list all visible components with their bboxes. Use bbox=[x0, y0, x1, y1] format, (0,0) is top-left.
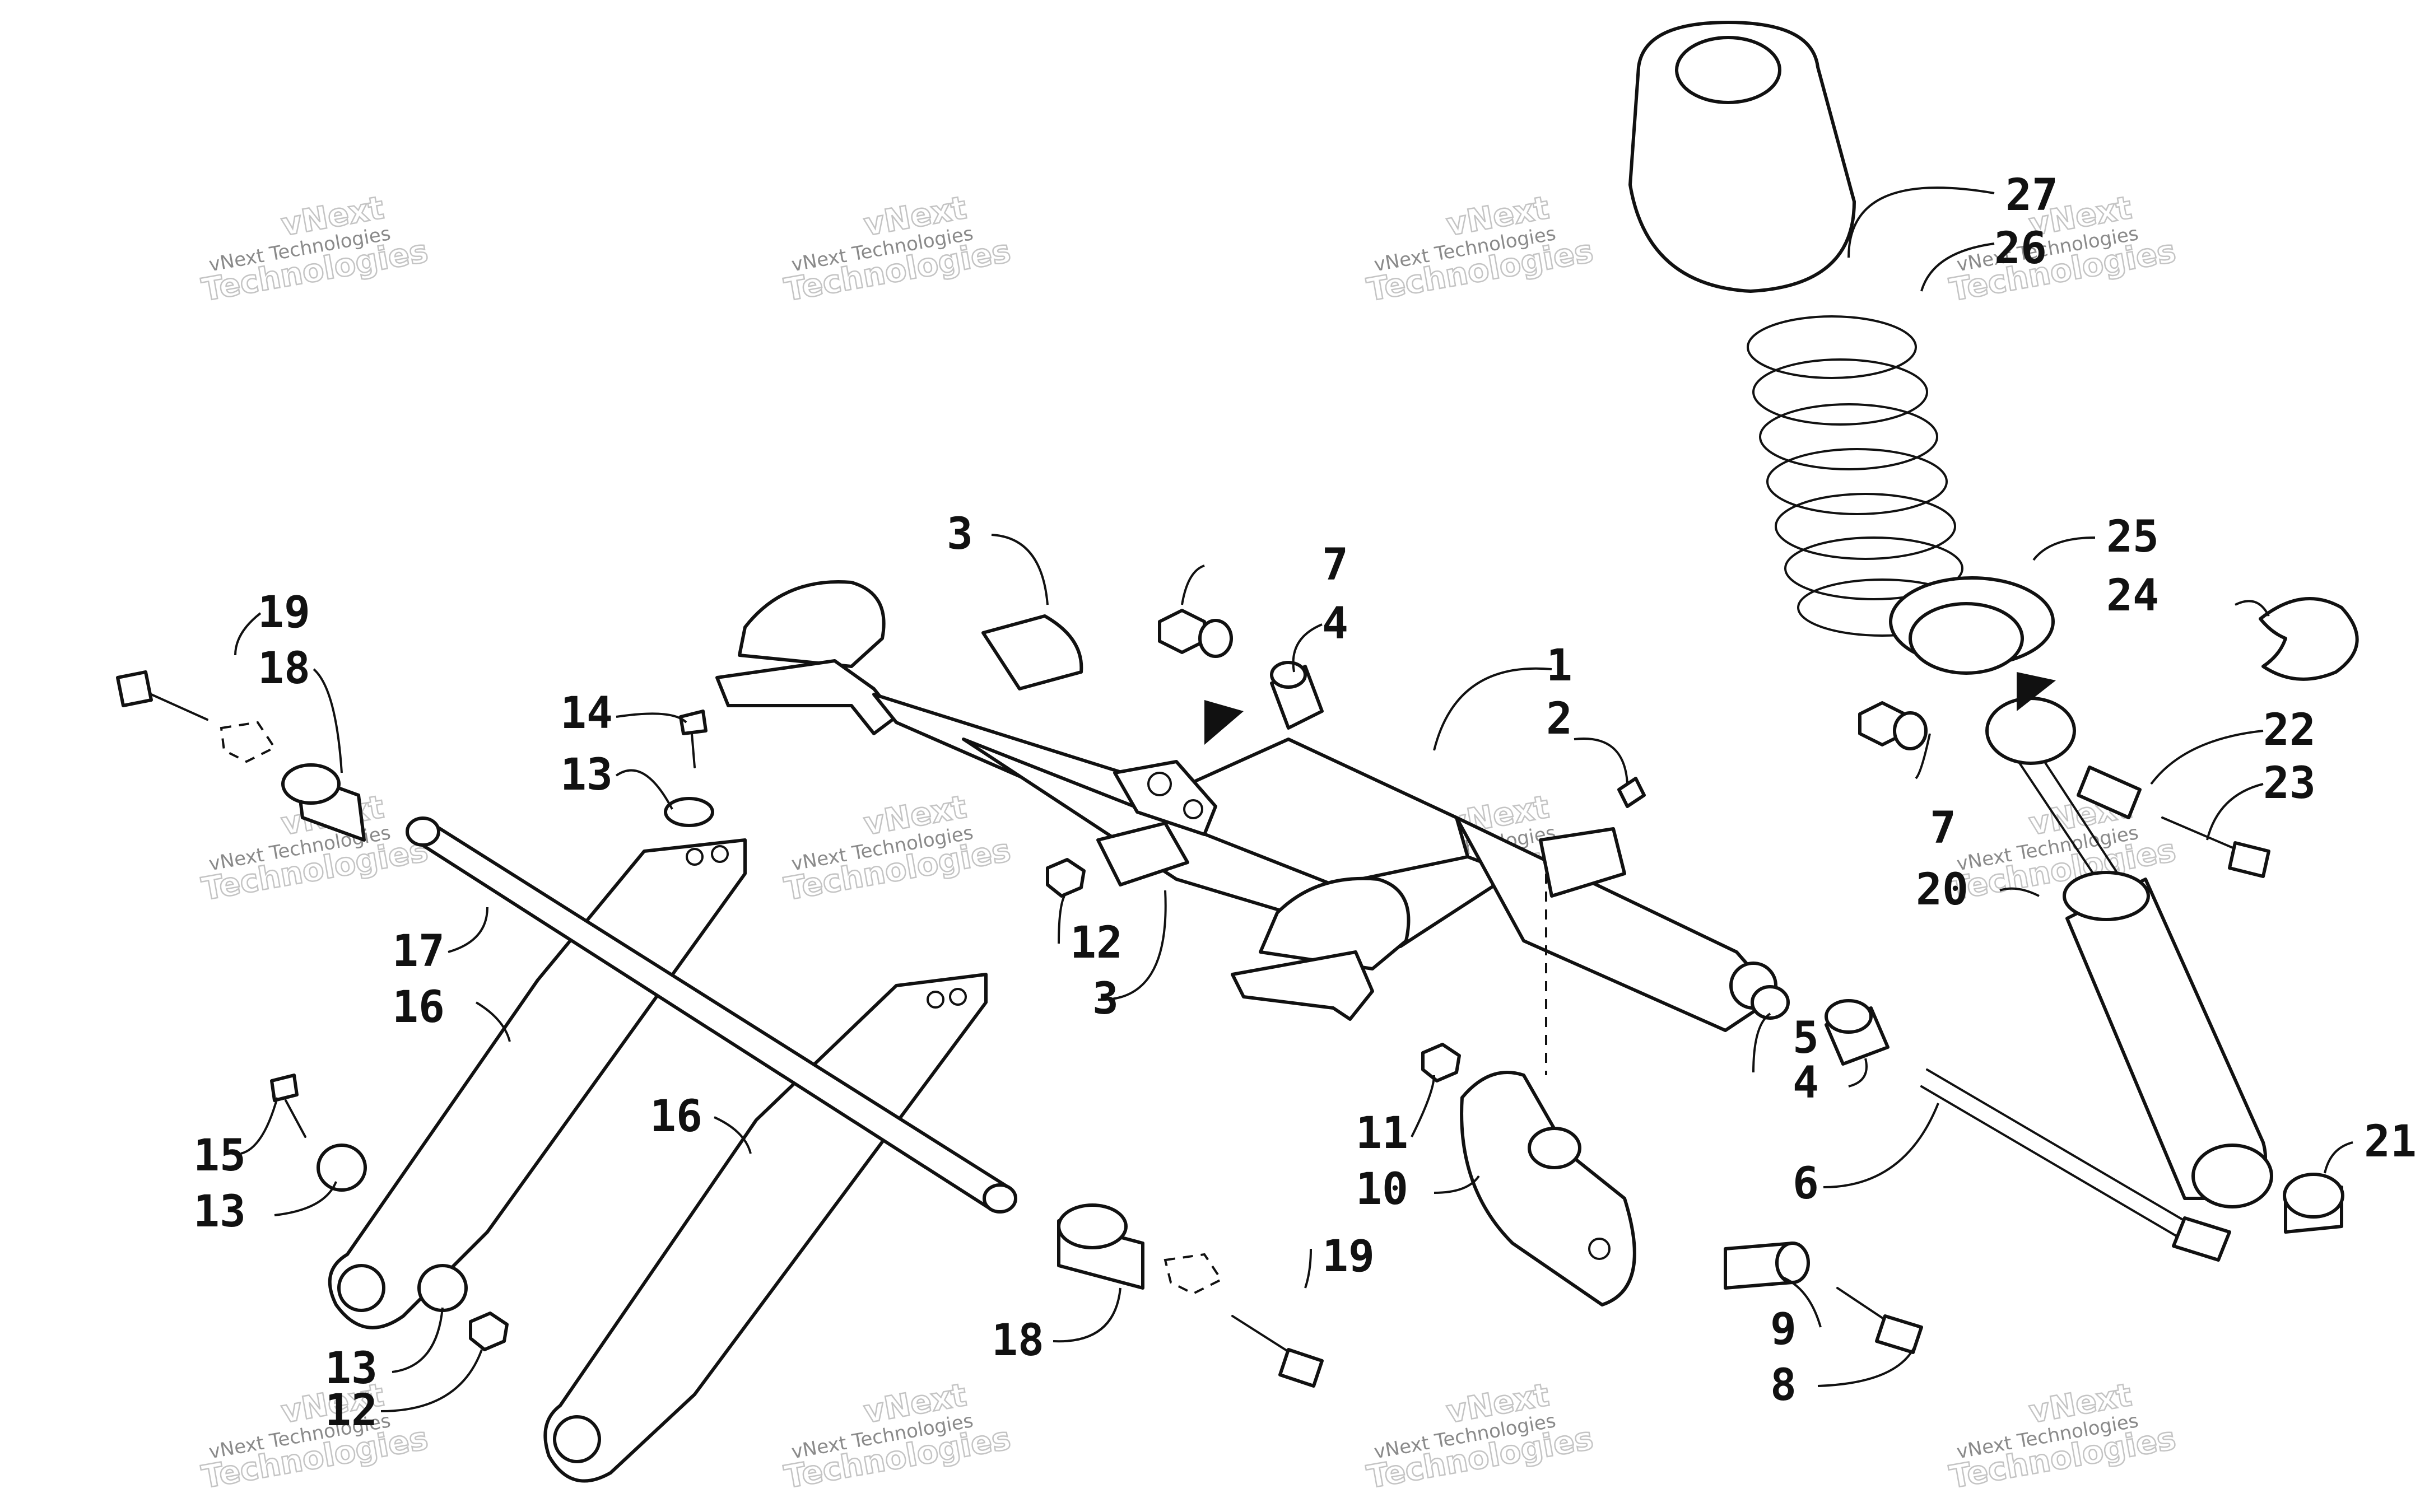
callout-22: 22 bbox=[2263, 705, 2316, 755]
part-20-shock bbox=[1985, 697, 2273, 1208]
part-12-nut-bottom bbox=[469, 1312, 509, 1351]
watermark: Technologies vNext vNext Technologies bbox=[1363, 1376, 1597, 1496]
part-12-nut-top bbox=[1046, 858, 1086, 898]
part-15-bolt bbox=[270, 1074, 306, 1138]
callout-4-right: 4 bbox=[1793, 1058, 1819, 1108]
callout-16-right: 16 bbox=[650, 1091, 702, 1142]
callout-14: 14 bbox=[560, 688, 613, 739]
part-8-bolt bbox=[1836, 1287, 1923, 1354]
callout-24: 24 bbox=[2106, 571, 2159, 621]
part-22-sleeve bbox=[2077, 766, 2142, 819]
callout-1: 1 bbox=[1546, 641, 1572, 691]
part-16-rail-right bbox=[543, 973, 988, 1483]
callout-2: 2 bbox=[1546, 694, 1572, 744]
callout-16-left: 16 bbox=[392, 982, 445, 1033]
watermark: Technologies vNext vNext Technologies bbox=[781, 1376, 1014, 1496]
part-19-bolt-left bbox=[116, 670, 208, 721]
callout-19-right: 19 bbox=[1322, 1231, 1375, 1282]
callout-3-top: 3 bbox=[947, 509, 973, 559]
watermark: Technologies vNext vNext Technologies bbox=[198, 189, 431, 309]
part-13-washer-mid bbox=[317, 1144, 367, 1192]
part-18-bushing-right bbox=[1057, 1203, 1144, 1290]
reference-arrows bbox=[1204, 672, 2056, 745]
callout-25: 25 bbox=[2106, 512, 2159, 562]
part-13-washer-bottom bbox=[417, 1264, 468, 1312]
part-19-bolt-right bbox=[1231, 1315, 1324, 1388]
callout-5: 5 bbox=[1793, 1013, 1819, 1063]
callout-26: 26 bbox=[1994, 223, 2047, 274]
assembly-lines bbox=[220, 721, 1547, 1295]
leader-lines bbox=[234, 186, 2353, 1412]
callout-6: 6 bbox=[1793, 1159, 1819, 1209]
part-3-cover-top bbox=[981, 614, 1083, 690]
watermark: Technologies vNext vNext Technologies bbox=[781, 788, 1014, 908]
callout-numbers: 1 2 3 3 4 4 5 6 7 7 8 9 10 11 12 12 13 1… bbox=[193, 170, 2417, 1436]
callout-13-top: 13 bbox=[560, 750, 613, 800]
part-2-fitting bbox=[1617, 777, 1646, 808]
part-1-frame bbox=[715, 580, 1777, 1032]
part-26-spring bbox=[1747, 315, 1967, 637]
part-3-cover-bottom bbox=[1096, 822, 1189, 886]
part-7-nut-right bbox=[1858, 701, 1928, 750]
watermark: Technologies vNext vNext Technologies bbox=[198, 1376, 431, 1496]
callout-7-top: 7 bbox=[1322, 540, 1348, 590]
part-11-nut bbox=[1421, 1043, 1461, 1082]
watermark: Technologies vNext vNext Technologies bbox=[781, 189, 1014, 309]
part-4-bushing-right bbox=[1825, 999, 1890, 1066]
part-9-sleeve bbox=[1724, 1242, 1810, 1290]
callout-11: 11 bbox=[1356, 1108, 1408, 1159]
callout-18-left: 18 bbox=[258, 643, 310, 694]
callout-23: 23 bbox=[2263, 758, 2316, 809]
callout-10: 10 bbox=[1356, 1164, 1408, 1215]
callout-12-top: 12 bbox=[1070, 918, 1123, 968]
part-25-spring-seat bbox=[1889, 576, 2055, 675]
callout-7-right: 7 bbox=[1930, 803, 1956, 853]
callout-8: 8 bbox=[1770, 1360, 1797, 1411]
watermark: Technologies vNext vNext Technologies bbox=[1363, 189, 1597, 309]
part-17-shaft bbox=[406, 816, 1017, 1214]
callout-3-bottom: 3 bbox=[1092, 974, 1119, 1024]
part-23-bolt bbox=[2161, 816, 2270, 878]
part-10-bracket bbox=[1460, 1071, 1636, 1306]
callout-19-left: 19 bbox=[258, 587, 310, 638]
part-14-bolt bbox=[679, 710, 708, 768]
part-6-bolt bbox=[1920, 1068, 2231, 1262]
part-13-washer-top bbox=[664, 797, 714, 827]
part-4-bushing-top bbox=[1270, 661, 1324, 730]
callout-27: 27 bbox=[2005, 170, 2058, 221]
callout-17: 17 bbox=[392, 926, 445, 977]
callout-21: 21 bbox=[2364, 1117, 2417, 1167]
part-27-bumper bbox=[1628, 21, 1856, 293]
watermark: Technologies vNext vNext Technologies bbox=[1946, 1376, 2179, 1496]
part-5-cap bbox=[1751, 985, 1790, 1020]
callout-13-bottom: 13 bbox=[325, 1343, 378, 1394]
callout-4-top: 4 bbox=[1322, 599, 1348, 649]
callout-20: 20 bbox=[1916, 865, 1968, 915]
part-24-retainer bbox=[2259, 597, 2359, 681]
part-18-bushing-left bbox=[281, 763, 366, 842]
callout-15: 15 bbox=[193, 1131, 246, 1181]
callout-9: 9 bbox=[1770, 1304, 1797, 1355]
part-7-nut-top bbox=[1158, 609, 1233, 658]
callout-12-bottom: 12 bbox=[325, 1385, 378, 1436]
callout-13-mid: 13 bbox=[193, 1187, 246, 1237]
watermark: Technologies vNext vNext Technologies bbox=[1946, 189, 2179, 309]
callout-18-right: 18 bbox=[992, 1315, 1044, 1366]
part-21-bushing bbox=[2283, 1173, 2344, 1234]
